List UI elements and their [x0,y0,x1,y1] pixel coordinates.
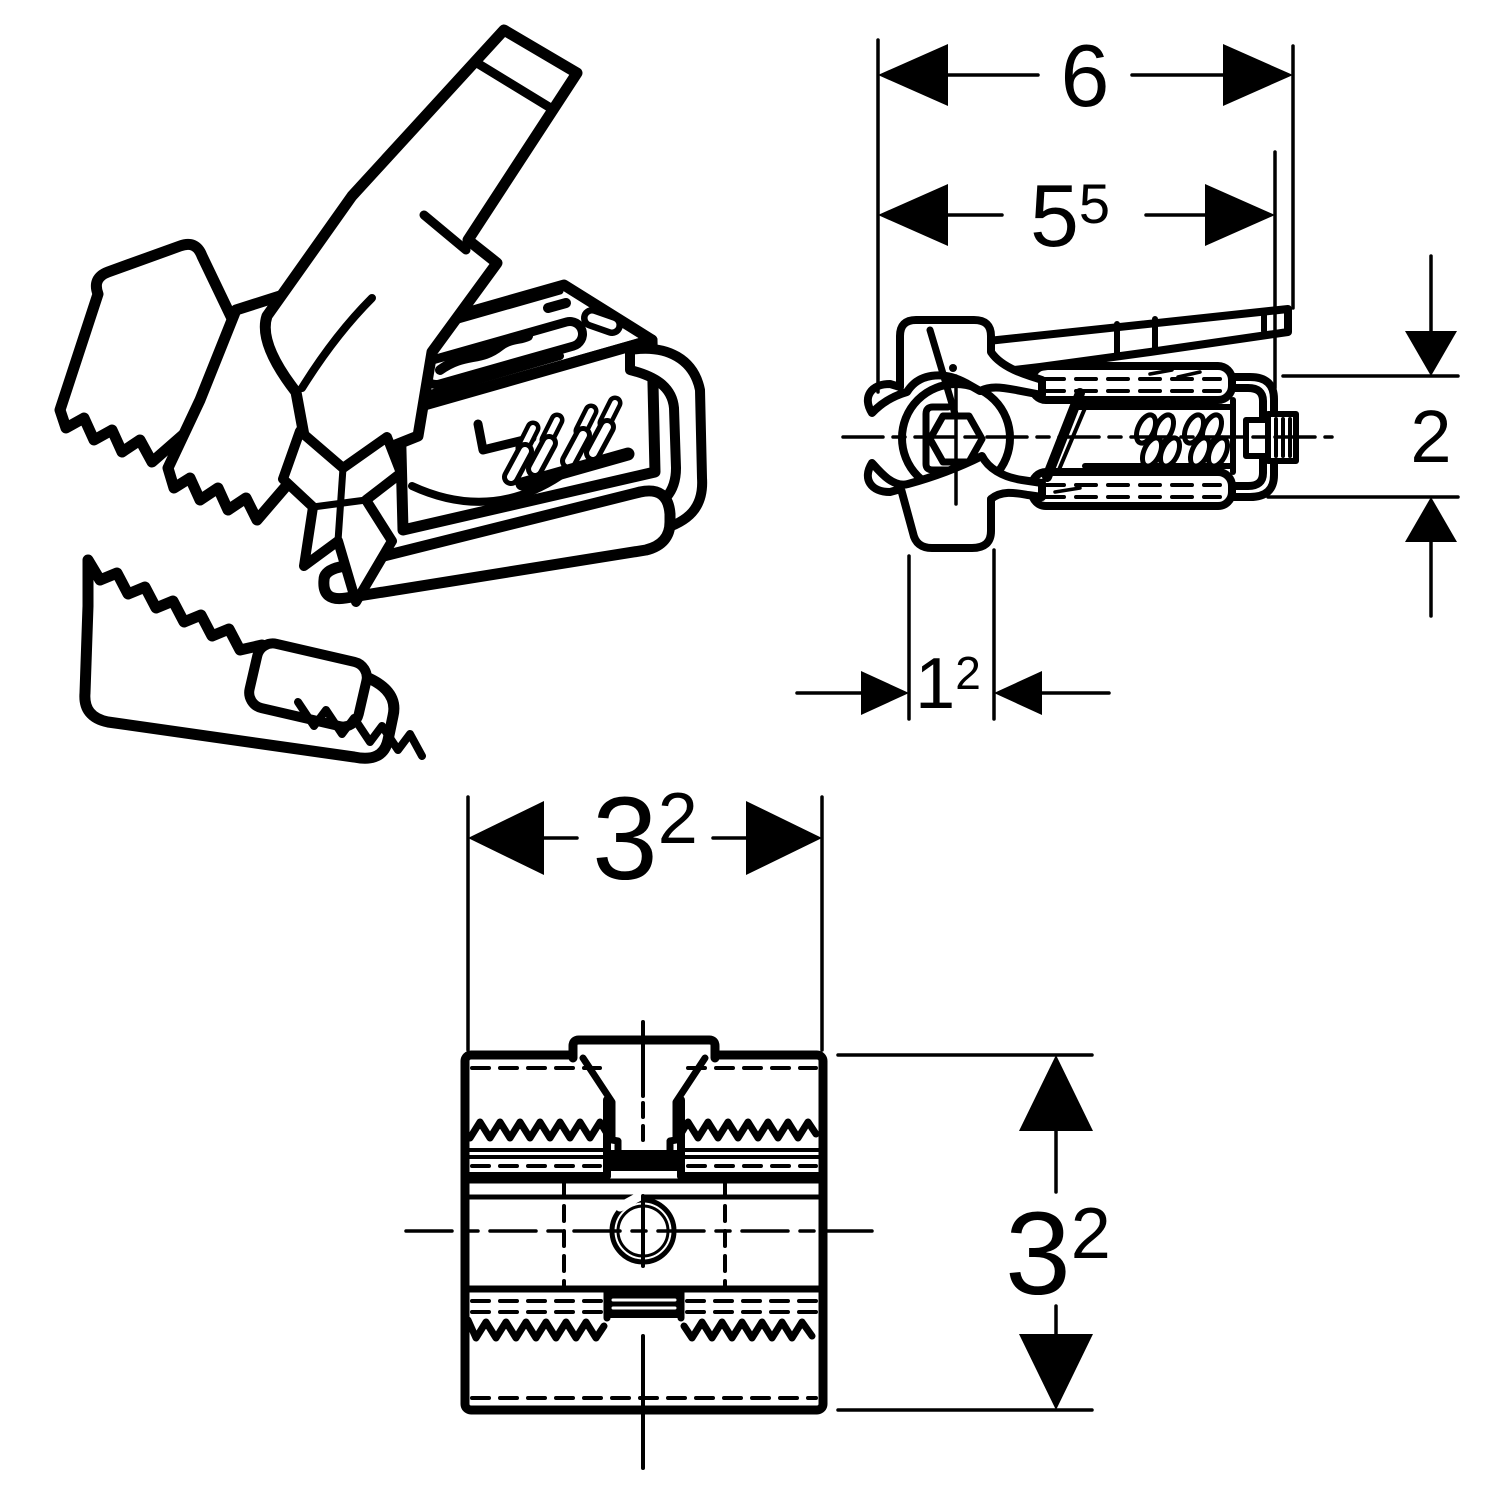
toggle-claw [278,426,406,607]
lower-serration-right [680,1318,816,1342]
upper-serration-left [466,1118,610,1142]
dim-label-front-height: 32 [1005,1188,1111,1320]
arrowhead-up [1405,497,1457,542]
arrowhead-up [1019,1055,1093,1131]
housing-right-bracket [1228,373,1278,501]
dim-total-length: 6 [876,26,1295,394]
dim-label-rail-height: 2 [1410,395,1451,478]
hex-nut [922,374,986,506]
arrowhead-left [468,801,544,875]
serrated-jaw [79,554,426,764]
top-face-vents [406,298,623,409]
lever-joint-crease [419,210,471,255]
arrowhead-left [878,184,948,246]
dim-body-length: 55 [878,150,1277,390]
isometric-view [54,24,708,764]
front-step [473,419,537,455]
front-view: 32 32 [404,773,1111,1470]
arrowhead-left [878,44,948,106]
body-bottom-rail [318,485,676,605]
arrowhead-right [746,801,822,875]
dim-label-clip-width: 12 [915,644,981,724]
spring-coils [1133,412,1231,469]
front-centerlines [404,1020,884,1470]
dim-label-body-length: 55 [1030,166,1110,265]
arrowhead-left [994,671,1042,715]
dim-label-total-length: 6 [1061,26,1110,125]
clip-tab-edge [926,326,962,428]
bottom-rail-pad [1028,468,1236,510]
clamp-body [306,279,708,605]
body-gap-shadow [515,447,635,491]
body-belly-curve [408,472,564,506]
dim-rail-height: 2 [1266,254,1460,618]
lower-clamp-block [609,1291,679,1318]
upper-serration-right [678,1118,820,1142]
arrowhead-down [1019,1334,1093,1410]
tension-lever [259,24,583,479]
jaw-inner-serration [294,698,426,760]
front-holes [502,395,623,486]
top-rail-pad [1028,362,1236,404]
dim-front-width: 32 [466,773,824,1052]
arrowhead-right [1205,184,1275,246]
lever-elbow-crease [298,294,376,392]
arrowhead-right [861,671,909,715]
upper-jaw-blocks [463,1066,825,1180]
jaw-opening [244,638,372,732]
dim-label-front-width: 32 [592,773,698,905]
lever-tip-crease [472,58,554,112]
top-slot [419,317,587,389]
upper-clamp-block [607,1150,679,1171]
arrowhead-right [1223,44,1293,106]
arrowhead-down [1405,331,1457,376]
dim-front-height: 32 [836,1053,1111,1412]
lower-jaw-band [463,1285,825,1400]
side-view: 6 55 2 12 [795,26,1460,724]
dim-clip-width: 12 [795,548,1111,724]
lower-serration-left [464,1316,608,1342]
